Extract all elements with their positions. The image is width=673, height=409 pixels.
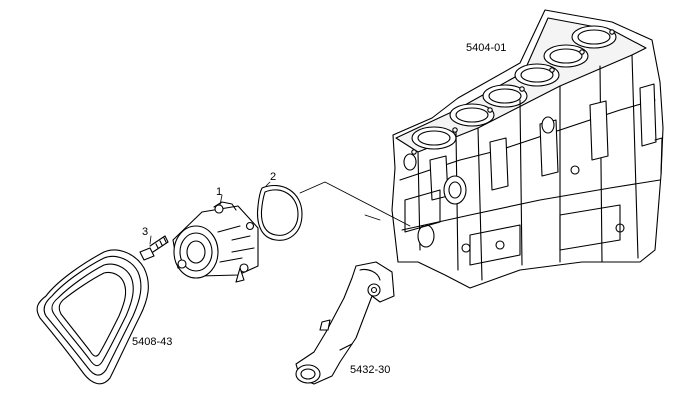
drive-belt	[36, 249, 149, 385]
engine-block	[391, 9, 664, 289]
screw-label: 3	[142, 226, 149, 238]
engine-block-label: 5404-01	[466, 42, 507, 54]
gasket	[256, 184, 303, 241]
drive-belt-label: 5408-43	[132, 336, 173, 348]
water-pump	[172, 201, 259, 283]
gasket-label: 2	[270, 171, 277, 183]
leader-lines	[149, 181, 411, 245]
coolant-pipe	[295, 261, 395, 385]
coolant-pipe-label: 5432-30	[350, 364, 391, 376]
water-pump-label: 1	[216, 186, 223, 198]
screw	[139, 235, 169, 261]
